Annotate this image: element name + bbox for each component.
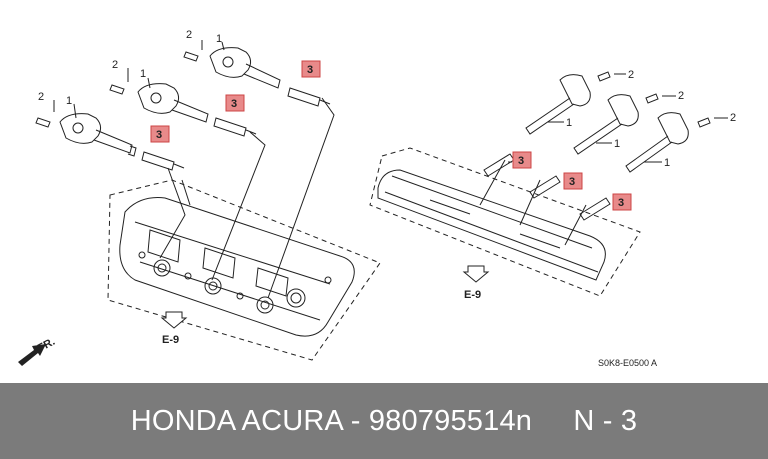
- part-caption: HONDA ACURA - 980795514n N - 3: [130, 405, 638, 437]
- parts-diagram: 2 1 2 1 2 1 3 3 3 3 3 3 2 2 2 1 1 1 E-9 …: [18, 29, 737, 368]
- coil-left-3: [209, 47, 281, 89]
- spark-plug-left-b: [213, 117, 257, 137]
- footer-bar: HONDA ACURA - 980795514n N - 3: [0, 383, 768, 459]
- highlight-box: [563, 172, 583, 190]
- part-number-label: 2: [730, 112, 736, 124]
- reference-arrow-right: E-9: [462, 265, 490, 301]
- highlight-boxes: [150, 60, 632, 211]
- part-number-label: 2: [628, 69, 634, 81]
- highlight-box: [301, 60, 321, 78]
- part-number-label: 2: [678, 90, 684, 102]
- coil-right-3: [625, 112, 689, 173]
- front-label: FR.: [36, 336, 57, 355]
- spark-plug-right-b: [529, 175, 561, 199]
- coil-right-2: [573, 94, 639, 155]
- part-number-label: 3: [618, 197, 624, 209]
- coil-left-2: [137, 83, 209, 123]
- bolt-left-c: [183, 51, 199, 62]
- front-direction-arrow: FR.: [18, 336, 57, 366]
- bolt-right-c: [697, 117, 711, 128]
- part-number-label: 1: [614, 138, 620, 150]
- part-number-label: 1: [664, 157, 670, 169]
- part-number-label: 2: [38, 91, 44, 103]
- bolt-left-b: [109, 84, 125, 95]
- spark-plug-left-a: [141, 151, 185, 171]
- part-number-label: 3: [518, 155, 524, 167]
- part-number-label: 3: [156, 129, 162, 141]
- highlight-box: [225, 94, 245, 112]
- part-number-label: 1: [216, 33, 222, 45]
- part-number-label: 1: [66, 95, 72, 107]
- part-number-label: 2: [112, 59, 118, 71]
- right-head-cover: [369, 147, 641, 297]
- coil-left-1: [59, 113, 137, 157]
- spark-plug-right-c: [579, 197, 611, 221]
- highlight-box: [612, 193, 632, 211]
- highlight-box: [512, 151, 532, 169]
- spark-plug-right-a: [483, 153, 515, 177]
- part-number-label: 2: [186, 29, 192, 41]
- part-number-label: 3: [231, 98, 237, 110]
- reference-label: E-9: [162, 334, 179, 346]
- reference-arrow-left: E-9: [160, 311, 188, 346]
- part-number-label: 1: [566, 117, 572, 129]
- coil-right-1: [525, 74, 591, 135]
- diagram-code: S0K8-E0500 A: [598, 358, 657, 368]
- left-head-cover: [107, 179, 381, 361]
- spark-plug-left-c: [287, 87, 331, 107]
- bolt-right-a: [597, 71, 611, 82]
- highlight-box: [150, 125, 170, 143]
- reference-label: E-9: [464, 289, 481, 301]
- part-number-label: 1: [140, 68, 146, 80]
- bolt-right-b: [645, 93, 659, 104]
- part-number-label: 3: [307, 64, 313, 76]
- bolt-left-a: [35, 117, 51, 128]
- part-number-label: 3: [569, 176, 575, 188]
